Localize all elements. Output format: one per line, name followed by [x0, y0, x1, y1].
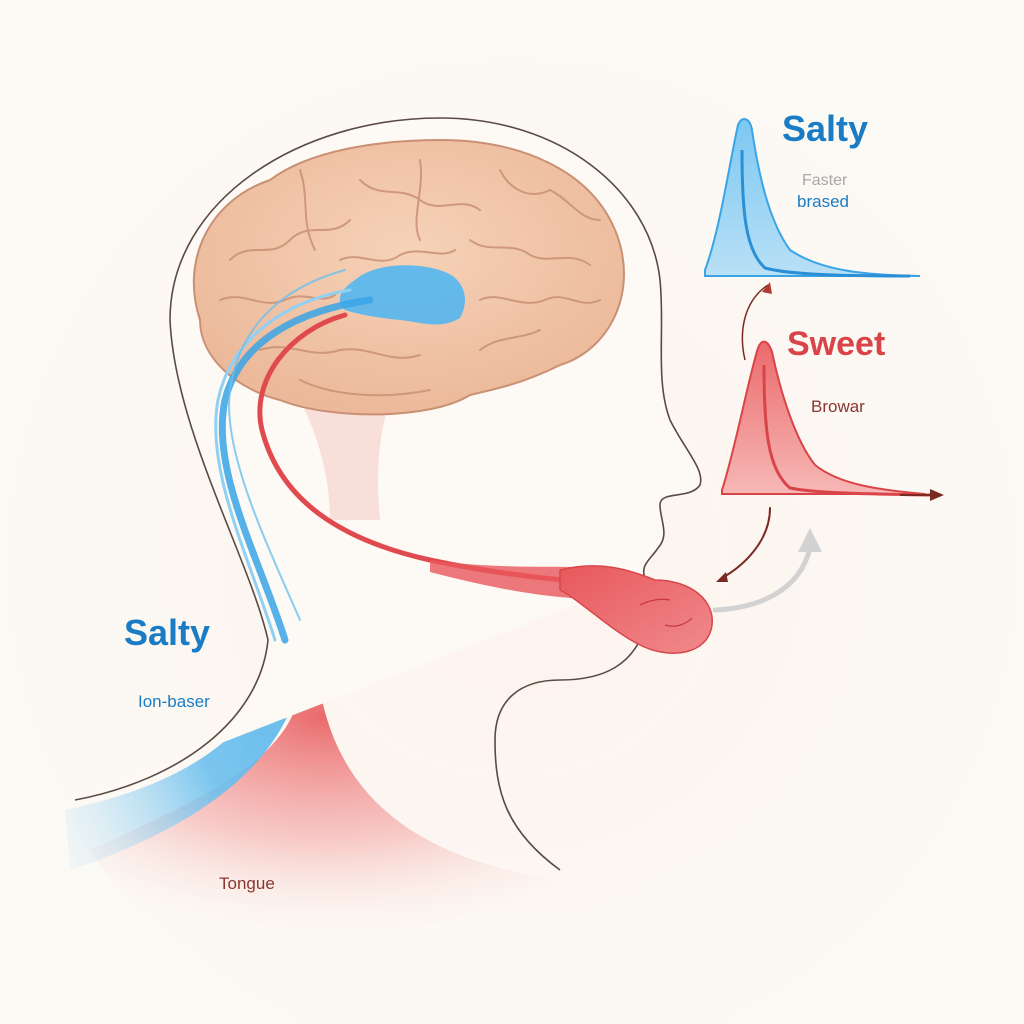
sweet-graph-title: Sweet [787, 325, 886, 363]
salty-graph-subtitle-brased: brased [797, 192, 849, 211]
gray-feedback-arrow [712, 528, 822, 613]
salty-response-curve [704, 118, 921, 278]
sweet-axis-arrowhead [930, 489, 944, 501]
sweet-response-curve [721, 340, 944, 501]
salty-graph-subtitle-faster: Faster [802, 172, 848, 189]
tongue [559, 565, 713, 654]
salty-left-title: Salty [124, 612, 211, 653]
salty-nerve-fibers [214, 269, 374, 644]
chin-neck-outline [494, 639, 641, 871]
tongue-label: Tongue [219, 874, 275, 893]
gustatory-cortex-blue [339, 265, 465, 325]
neck-red-nerve-fan [90, 690, 560, 947]
sweet-graph-subtitle: Browar [811, 397, 865, 416]
dark-red-signal-arrow [716, 507, 771, 582]
dark-red-connector-arrow [741, 282, 772, 361]
brain-stem [300, 400, 390, 520]
salty-left-subtitle: Ion-baser [138, 692, 210, 711]
salty-graph-title: Salty [782, 108, 869, 149]
neck-blue-nerve-band [65, 380, 306, 870]
